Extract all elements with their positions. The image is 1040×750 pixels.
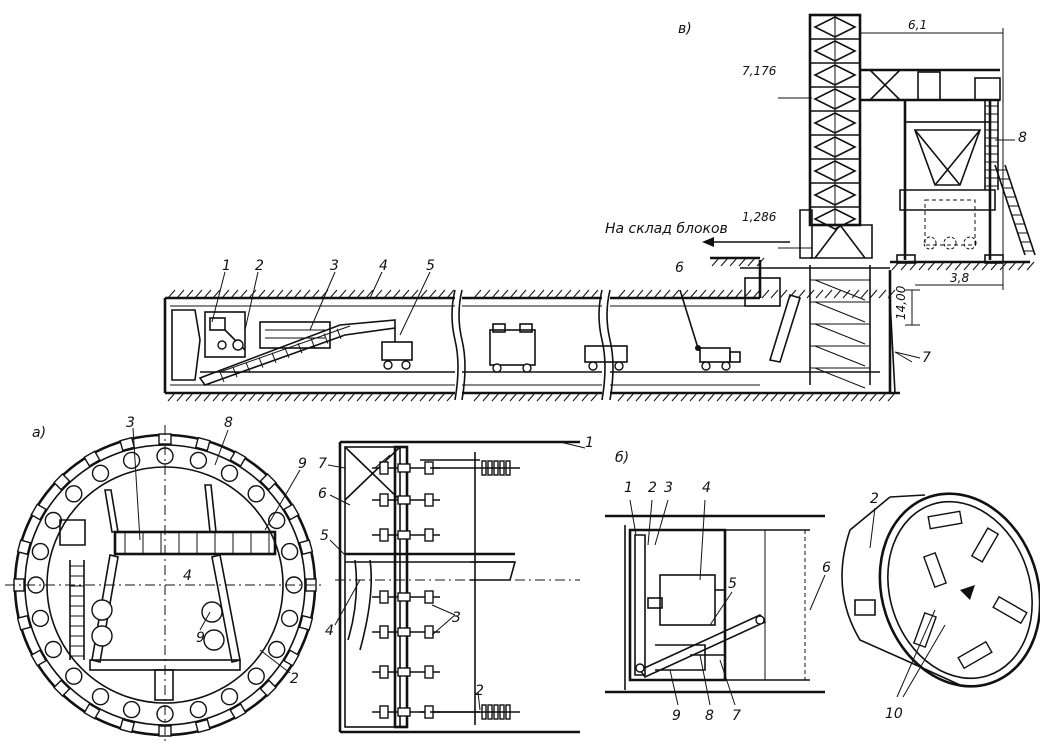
callout-5: 5	[426, 258, 435, 274]
section-callout-8: 8	[705, 708, 714, 724]
circle-callout-3: 3	[126, 415, 135, 431]
tunnel-longitudinal-section	[163, 13, 1036, 402]
circle-callout-9b: 9	[196, 630, 205, 646]
callout-4: 4	[379, 258, 388, 274]
section-callout-4: 4	[702, 480, 711, 496]
section-callout-5: 5	[728, 576, 737, 592]
dim-width-top: 6,1	[908, 18, 927, 32]
section-callout-1: 1	[624, 480, 633, 496]
section-callout-6: 6	[822, 560, 831, 576]
callout-2: 2	[255, 258, 264, 274]
circle-callout-9a: 9	[298, 456, 307, 472]
side-callout-5: 5	[320, 528, 329, 544]
callout-6: 6	[675, 260, 684, 276]
side-callout-6: 6	[318, 486, 327, 502]
cutter-callout-2: 2	[870, 491, 879, 507]
cutter-callout-10: 10	[885, 706, 903, 722]
callout-7: 7	[922, 350, 931, 366]
section-callout-9: 9	[672, 708, 681, 724]
cutter-section	[605, 499, 826, 706]
panel-label-v: в)	[678, 21, 692, 37]
side-callout-3: 3	[452, 610, 461, 626]
circle-callout-8: 8	[224, 415, 233, 431]
circle-callout-4: 4	[183, 568, 192, 584]
dim-depth: 14,00	[894, 285, 908, 320]
shield-cross-section	[5, 425, 325, 745]
circle-callout-2: 2	[290, 671, 299, 687]
section-callout-3: 3	[664, 480, 673, 496]
cutter-head-perspective	[841, 492, 1040, 698]
side-callout-4: 4	[325, 623, 334, 639]
dim-level-top: 7,176	[742, 64, 777, 78]
side-callout-1: 1	[585, 435, 594, 451]
section-callout-2: 2	[648, 480, 657, 496]
panel-label-b: б)	[615, 450, 629, 466]
side-callout-2: 2	[475, 683, 484, 699]
shield-side-section	[327, 440, 586, 734]
section-callout-7: 7	[732, 708, 741, 724]
callout-3: 3	[330, 258, 339, 274]
arrow-label-block-store: На склад блоков	[605, 221, 728, 237]
side-callout-7: 7	[318, 456, 327, 472]
dim-level-ground: 1,286	[742, 210, 777, 224]
dim-width-bottom: 3,8	[950, 271, 969, 285]
callout-1: 1	[222, 258, 231, 274]
panel-label-a: а)	[32, 425, 46, 441]
callout-8: 8	[1018, 130, 1027, 146]
